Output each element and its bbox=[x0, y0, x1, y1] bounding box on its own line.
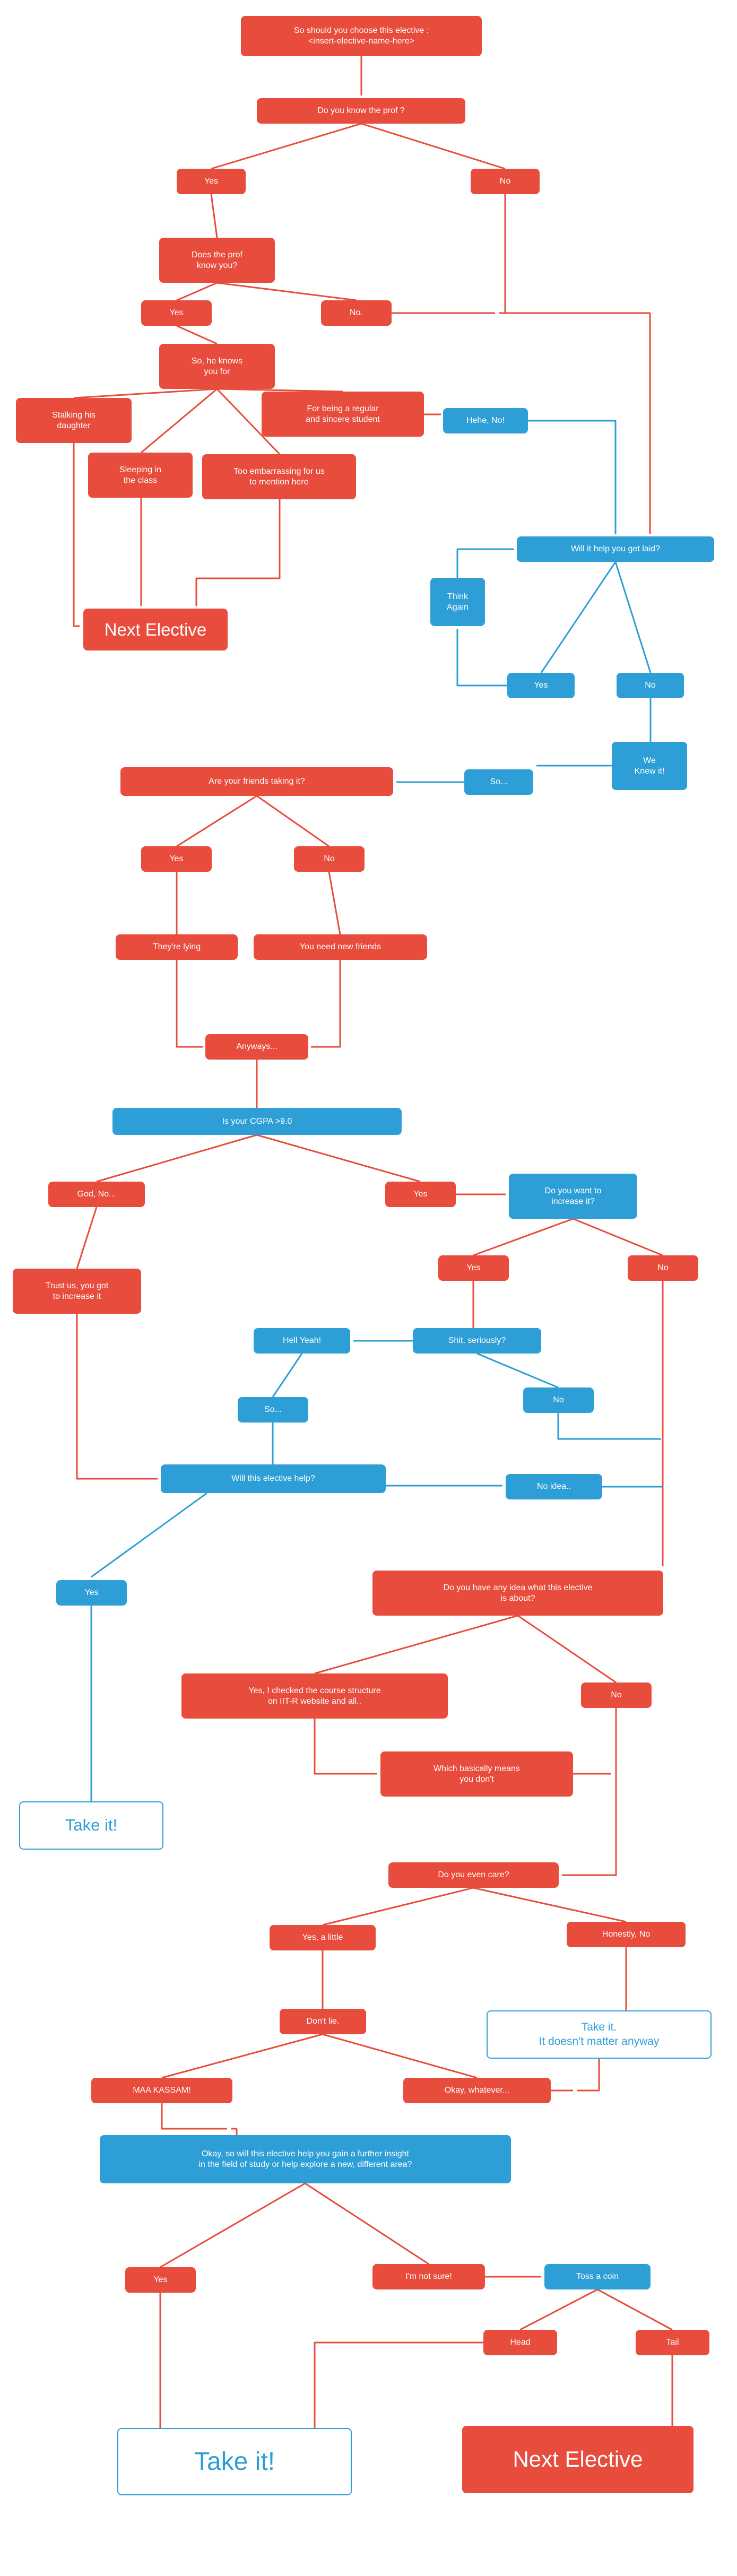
node-tail: Tail bbox=[636, 2330, 709, 2355]
node-prof-knows-no: No. bbox=[321, 300, 392, 326]
node-take-it-final: Take it! bbox=[117, 2428, 352, 2495]
node-maa-kassam: MAA KASSAM! bbox=[91, 2078, 232, 2103]
node-get-laid-no: No bbox=[617, 673, 684, 698]
node-elective-help-yes: Yes bbox=[56, 1580, 127, 1606]
node-so-1: So... bbox=[464, 769, 533, 795]
node-start-question: So should you choose this elective : <in… bbox=[241, 16, 482, 56]
node-seriously-no: No bbox=[523, 1387, 594, 1413]
node-think-again: Think Again bbox=[430, 578, 485, 626]
node-trust-us: Trust us, you got to increase it bbox=[13, 1269, 141, 1314]
node-know-prof-no: No bbox=[471, 169, 540, 194]
node-god-no: God, No... bbox=[48, 1182, 145, 1207]
node-basically-means-you-dont: Which basically means you don't bbox=[380, 1751, 573, 1797]
node-cgpa-question: Is your CGPA >9.0 bbox=[112, 1108, 402, 1135]
node-honestly-no: Honestly, No bbox=[567, 1922, 686, 1947]
node-any-idea-no: No bbox=[581, 1682, 652, 1708]
node-head: Head bbox=[483, 2330, 557, 2355]
node-shit-seriously: Shit, seriously? bbox=[413, 1328, 541, 1354]
node-next-elective-final: Next Elective bbox=[462, 2426, 693, 2493]
node-sleeping-in-class: Sleeping in the class bbox=[88, 453, 193, 498]
node-will-elective-help: Will this elective help? bbox=[161, 1464, 386, 1493]
node-hehe-no: Hehe, No! bbox=[443, 408, 528, 433]
node-friends-no: No bbox=[294, 846, 365, 872]
node-checked-course-structure: Yes, I checked the course structure on I… bbox=[181, 1673, 448, 1719]
node-do-you-know-the-prof: Do you know the prof ? bbox=[257, 98, 465, 124]
node-will-it-help-you-get-laid: Will it help you get laid? bbox=[517, 536, 714, 562]
node-take-it-doesnt-matter: Take it. It doesn't matter anyway bbox=[487, 2010, 712, 2059]
node-prof-knows-yes: Yes bbox=[141, 300, 212, 326]
node-need-new-friends: You need new friends bbox=[254, 934, 427, 960]
node-know-prof-yes: Yes bbox=[177, 169, 246, 194]
node-want-to-increase: Do you want to increase it? bbox=[509, 1174, 637, 1219]
node-we-knew-it: We Knew it! bbox=[612, 742, 687, 790]
node-increase-yes: Yes bbox=[438, 1255, 509, 1281]
node-yes-a-little: Yes, a little bbox=[270, 1925, 376, 1950]
node-anyways: Anyways... bbox=[205, 1034, 308, 1060]
node-take-it-1: Take it! bbox=[19, 1801, 163, 1850]
node-do-you-even-care: Do you even care? bbox=[388, 1862, 559, 1888]
node-next-elective-top: Next Elective bbox=[83, 609, 228, 650]
node-so-2: So... bbox=[238, 1397, 308, 1423]
node-increase-no: No bbox=[628, 1255, 698, 1281]
node-does-prof-know-you: Does the prof know you? bbox=[159, 238, 275, 283]
node-further-insight-question: Okay, so will this elective help you gai… bbox=[100, 2135, 511, 2183]
node-regular-sincere-student: For being a regular and sincere student bbox=[262, 392, 424, 437]
node-theyre-lying: They're lying bbox=[116, 934, 238, 960]
node-get-laid-yes: Yes bbox=[507, 673, 575, 698]
node-okay-whatever: Okay, whatever... bbox=[403, 2078, 551, 2103]
node-no-idea: No idea.. bbox=[506, 1474, 602, 1499]
node-cgpa-yes: Yes bbox=[385, 1182, 456, 1207]
node-stalking-his-daughter: Stalking his daughter bbox=[16, 398, 132, 443]
node-hell-yeah: Hell Yeah! bbox=[254, 1328, 350, 1354]
node-im-not-sure: I'm not sure! bbox=[372, 2264, 485, 2289]
node-friends-yes: Yes bbox=[141, 846, 212, 872]
node-insight-yes: Yes bbox=[125, 2267, 196, 2293]
node-dont-lie: Don't lie. bbox=[280, 2009, 366, 2034]
node-any-idea-about-elective: Do you have any idea what this elective … bbox=[372, 1571, 663, 1616]
node-too-embarrassing: Too embarrassing for us to mention here bbox=[202, 454, 356, 499]
node-he-knows-you-for: So, he knows you for bbox=[159, 344, 275, 389]
node-friends-taking-it: Are your friends taking it? bbox=[120, 767, 393, 796]
node-toss-a-coin: Toss a coin bbox=[544, 2264, 651, 2289]
